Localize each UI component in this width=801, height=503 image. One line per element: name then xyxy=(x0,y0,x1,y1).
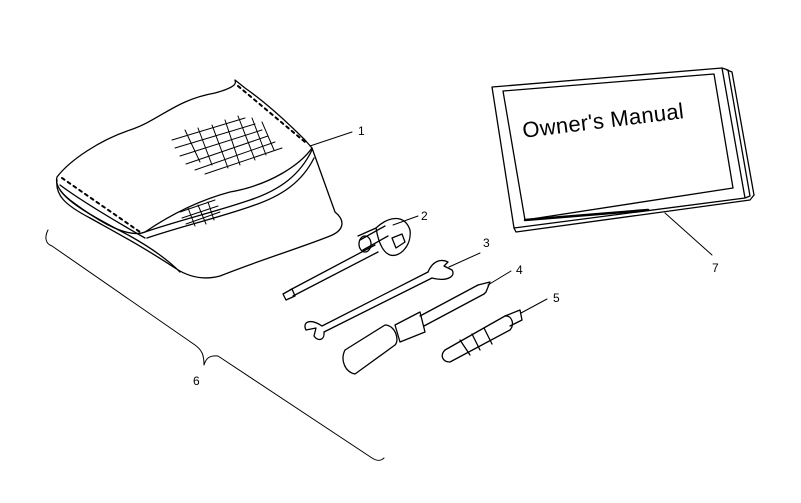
callout-6: 6 xyxy=(193,374,200,388)
leader-line-7 xyxy=(664,212,713,256)
bit-handle xyxy=(441,309,523,363)
callout-4: 4 xyxy=(516,263,523,277)
assembly-bracket xyxy=(45,229,385,461)
leader-line-3 xyxy=(448,252,481,268)
leader-line-5 xyxy=(520,298,548,314)
owners-manual xyxy=(491,67,755,233)
leader-line-1 xyxy=(309,131,353,147)
callout-3: 3 xyxy=(483,236,490,250)
open-end-wrench xyxy=(304,259,454,341)
callout-2: 2 xyxy=(421,209,428,223)
callout-1: 1 xyxy=(358,124,365,138)
tool-pouch xyxy=(55,79,343,279)
leader-line-4 xyxy=(487,270,512,286)
callout-7: 7 xyxy=(712,261,719,275)
leader-line-2 xyxy=(392,215,419,226)
screwdriver xyxy=(342,281,491,375)
callout-5: 5 xyxy=(553,291,560,305)
spark-plug-wrench xyxy=(282,217,411,301)
